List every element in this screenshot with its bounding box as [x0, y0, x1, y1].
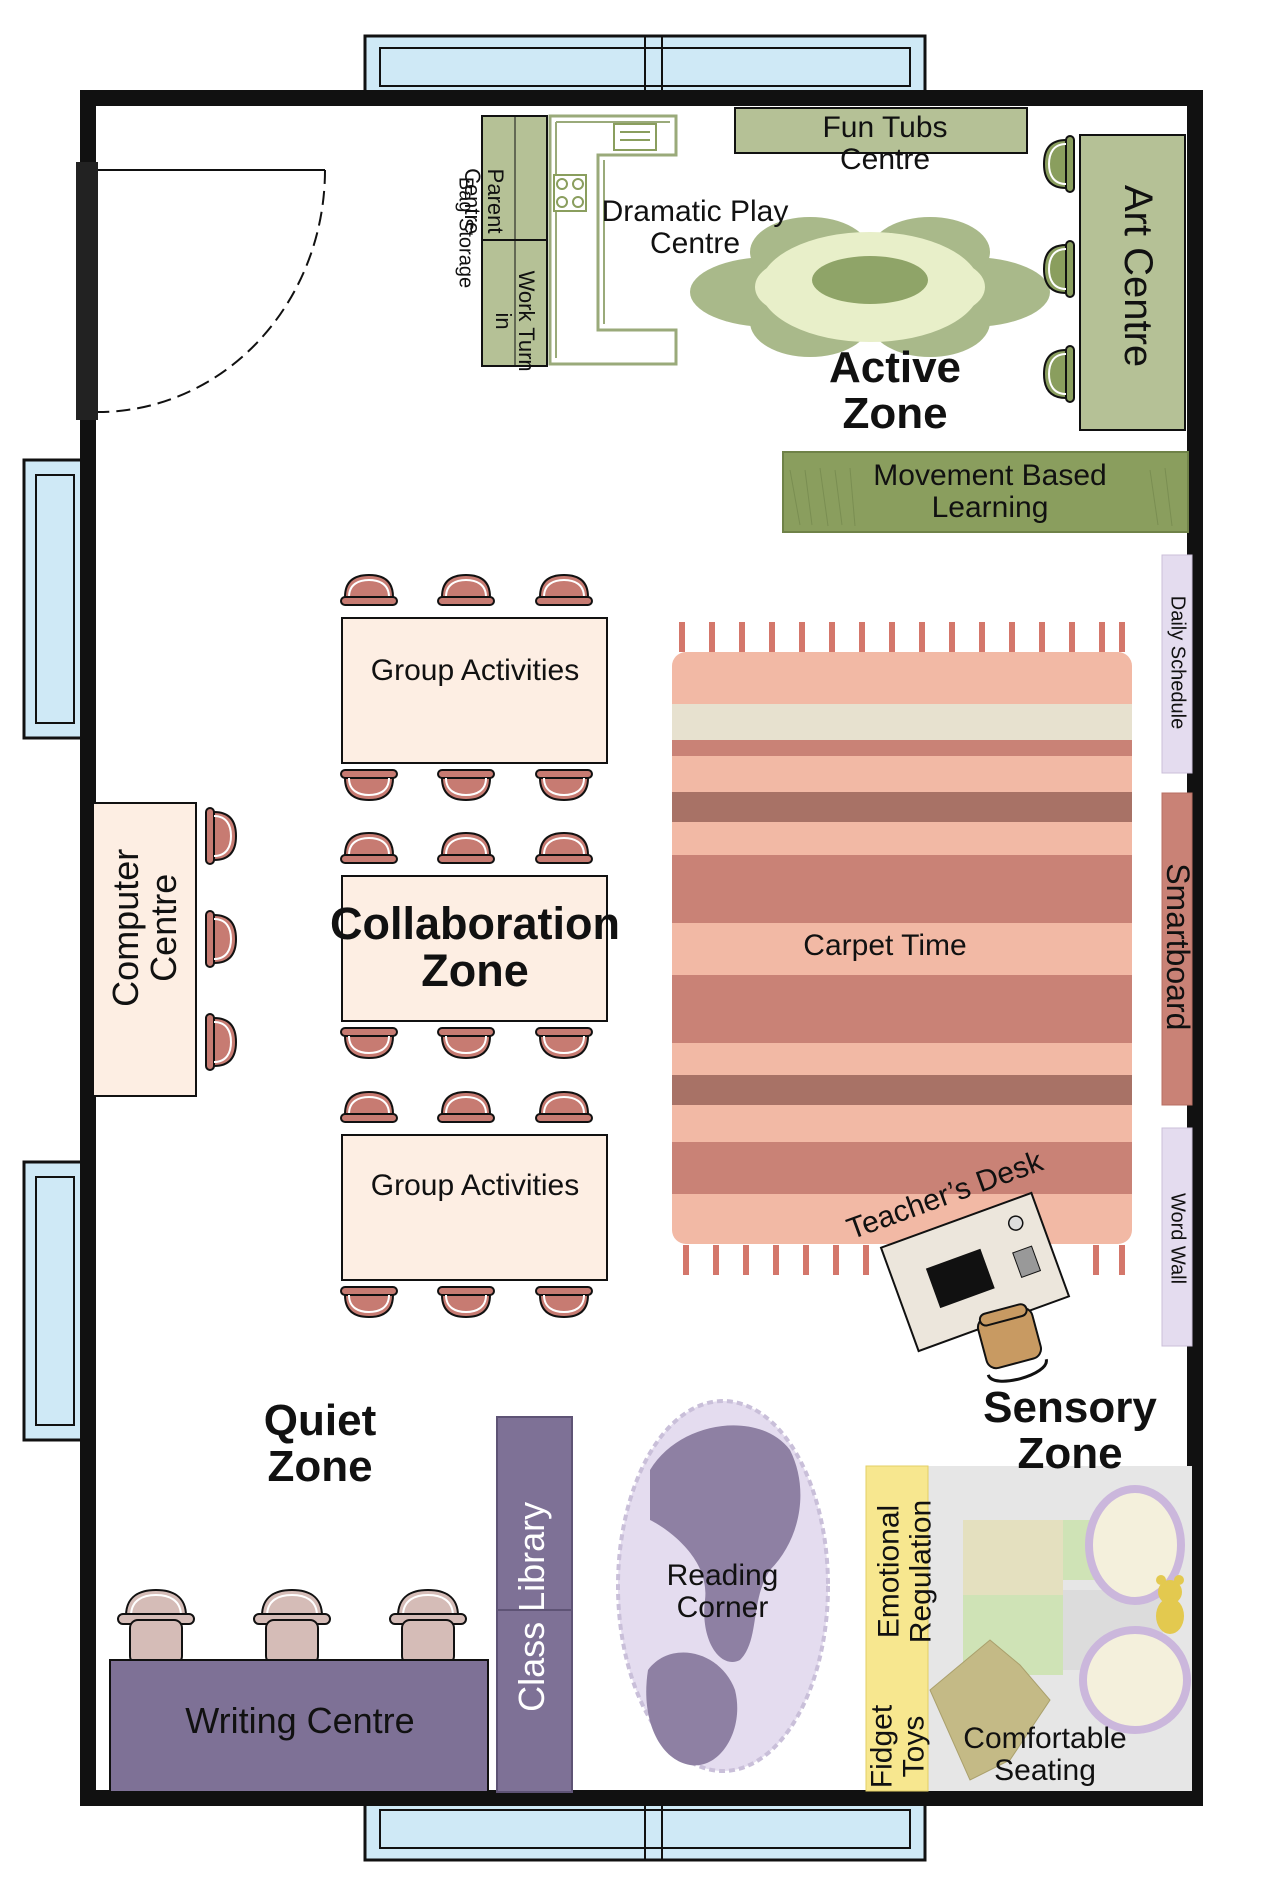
- comfortable-seating-label: Comfortable Seating: [963, 1722, 1127, 1787]
- computer-centre-label: Computer Centre: [105, 848, 184, 1007]
- carpet: [672, 622, 1132, 1275]
- movement-label: Movement Based Learning: [873, 459, 1107, 524]
- class-library-label: Class Library: [511, 1501, 553, 1712]
- word-wall-label: Word Wall: [1166, 1192, 1189, 1285]
- work-turn-in-label: Work Turn in: [491, 270, 540, 372]
- computer-table: [92, 802, 197, 1097]
- flower-rug: [690, 217, 1050, 357]
- writing-centre-label: Writing Centre: [185, 1700, 415, 1741]
- carpet-time-label: Carpet Time: [803, 929, 967, 962]
- smartboard-label[interactable]: Smartboard: [1159, 863, 1196, 1031]
- active-zone-label: Active Zone: [828, 343, 962, 439]
- daily-schedule-board: [1161, 554, 1193, 774]
- reading-corner-label: Reading Corner: [666, 1559, 779, 1624]
- emotional-regulation-label: Emotional Regulation: [872, 1499, 938, 1644]
- shelves: [481, 115, 548, 367]
- fun-tubs-label: Fun Tubs Centre: [822, 111, 948, 176]
- group-activities-bottom-label: Group Activities: [370, 1169, 580, 1202]
- smartboard-board[interactable]: [1161, 792, 1193, 1106]
- fun-tubs-centre: [734, 107, 1028, 154]
- art-table: [1079, 134, 1186, 431]
- sensory-area: [865, 1465, 1192, 1792]
- group-tables: [340, 574, 608, 1318]
- writing-table: [109, 1659, 489, 1793]
- quiet-zone-label: Quiet Zone: [263, 1396, 377, 1492]
- reading-rug: [616, 1399, 830, 1773]
- bag-storage-label: Bag Storage: [454, 176, 477, 289]
- movement-mat: [782, 451, 1189, 533]
- collaboration-zone-label: Collaboration Zone: [330, 898, 620, 997]
- teddy-bear-icon: [1156, 1575, 1184, 1634]
- word-wall-board: [1161, 1127, 1193, 1347]
- door[interactable]: [97, 169, 326, 413]
- daily-schedule-label: Daily Schedule: [1166, 595, 1189, 730]
- windows: [22, 34, 927, 1862]
- group-activities-top-label: Group Activities: [370, 654, 580, 687]
- teachers-chair[interactable]: [973, 1301, 1050, 1386]
- class-library-shelf: [496, 1416, 573, 1793]
- play-kitchen: [548, 114, 678, 366]
- art-centre-label: Art Centre: [1116, 184, 1160, 368]
- fidget-toys-label: Fidget Toys: [865, 1704, 931, 1789]
- dramatic-play-label: Dramatic Play Centre: [601, 195, 789, 260]
- sensory-zone-label: Sensory Zone: [983, 1383, 1157, 1479]
